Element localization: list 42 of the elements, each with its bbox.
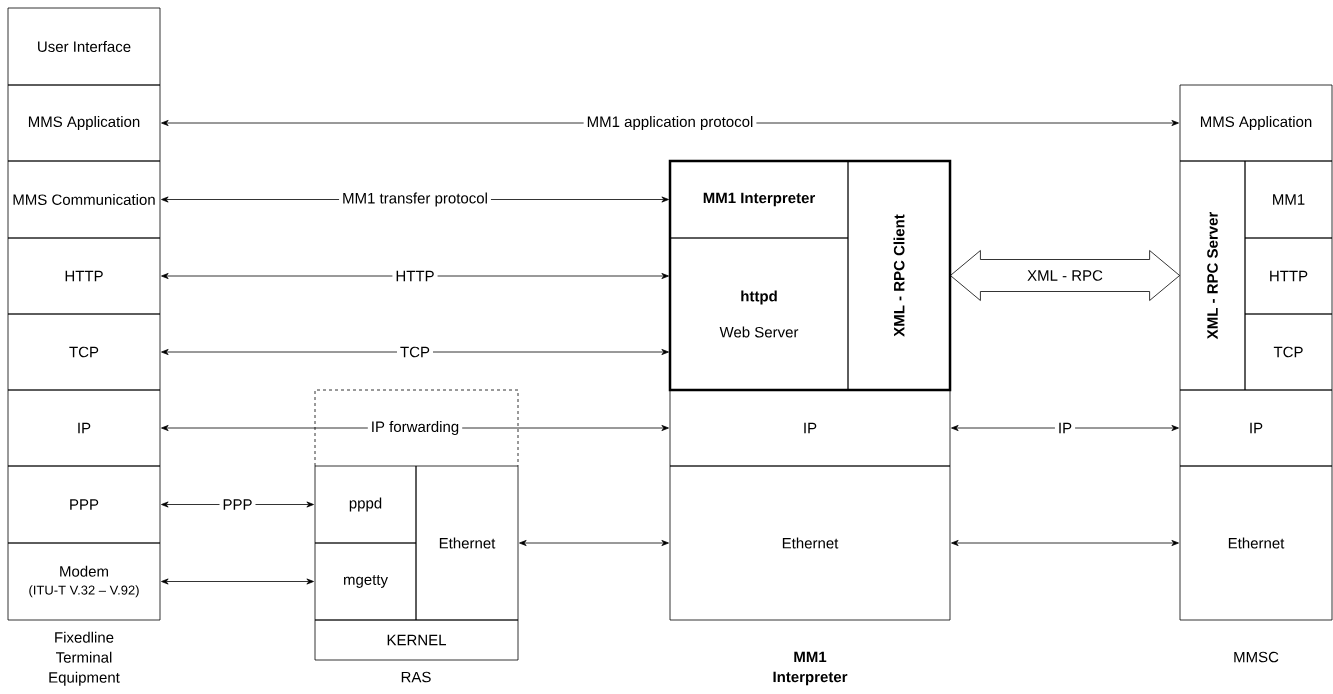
protocol-layer-box: KERNEL — [314, 619, 519, 661]
double-arrow — [161, 349, 669, 355]
double-arrow — [161, 578, 314, 585]
protocol-layer-box: PPP — [7, 465, 161, 544]
protocol-layer-box: HTTP — [7, 237, 161, 315]
protocol-layer-box: IP — [7, 389, 161, 467]
protocol-layer-box: MMS Application — [1179, 84, 1333, 162]
protocol-layer-box: MMS Application — [7, 84, 161, 162]
double-arrow — [161, 273, 669, 279]
protocol-layer-box: pppd — [314, 465, 417, 544]
protocol-layer-box: User Interface — [7, 7, 161, 86]
protocol-layer-box: XML - RPC Client — [847, 160, 951, 391]
edge-label: HTTP — [392, 267, 438, 285]
protocol-layer-box: mgetty — [314, 542, 417, 621]
double-arrow — [951, 425, 1179, 431]
edge-label: MM1 application protocol — [583, 113, 757, 133]
protocol-layer-box: MM1 Interpreter — [669, 160, 849, 239]
edge-label: IP — [1054, 419, 1076, 437]
protocol-layer-box: Ethernet — [669, 465, 951, 621]
protocol-layer-box: MMS Communication — [7, 160, 161, 239]
protocol-layer-box: Modem (ITU-T V.32 – V.92) — [7, 542, 161, 621]
protocol-layer-box: Ethernet — [415, 465, 519, 621]
protocol-layer-box: IP — [669, 389, 951, 467]
protocol-layer-box: XML - RPC Server — [1179, 160, 1246, 391]
edge-label: XML - RPC — [1024, 267, 1106, 284]
double-arrow — [161, 501, 314, 508]
protocol-layer-box: IP — [1179, 389, 1333, 467]
block-arrow — [950, 250, 1180, 301]
protocol-layer-box: MM1 — [1244, 160, 1333, 239]
double-arrow — [951, 540, 1179, 546]
protocol-layer-box: TCP — [7, 313, 161, 391]
protocol-layer-box: HTTP — [1244, 237, 1333, 315]
caption: MMSC — [1234, 651, 1279, 663]
edge-label: MM1 transfer protocol — [339, 189, 491, 210]
double-arrow — [519, 540, 669, 546]
caption: MM1 Interpreter — [773, 651, 848, 686]
protocol-layer-box: Ethernet — [1179, 465, 1333, 621]
edge-label: PPP — [219, 496, 256, 513]
protocol-layer-box: httpd Web Server — [669, 237, 849, 391]
edge-label: IP forwarding — [367, 418, 463, 438]
protocol-layer-box: TCP — [1244, 313, 1333, 391]
edge-label: TCP — [397, 343, 433, 361]
